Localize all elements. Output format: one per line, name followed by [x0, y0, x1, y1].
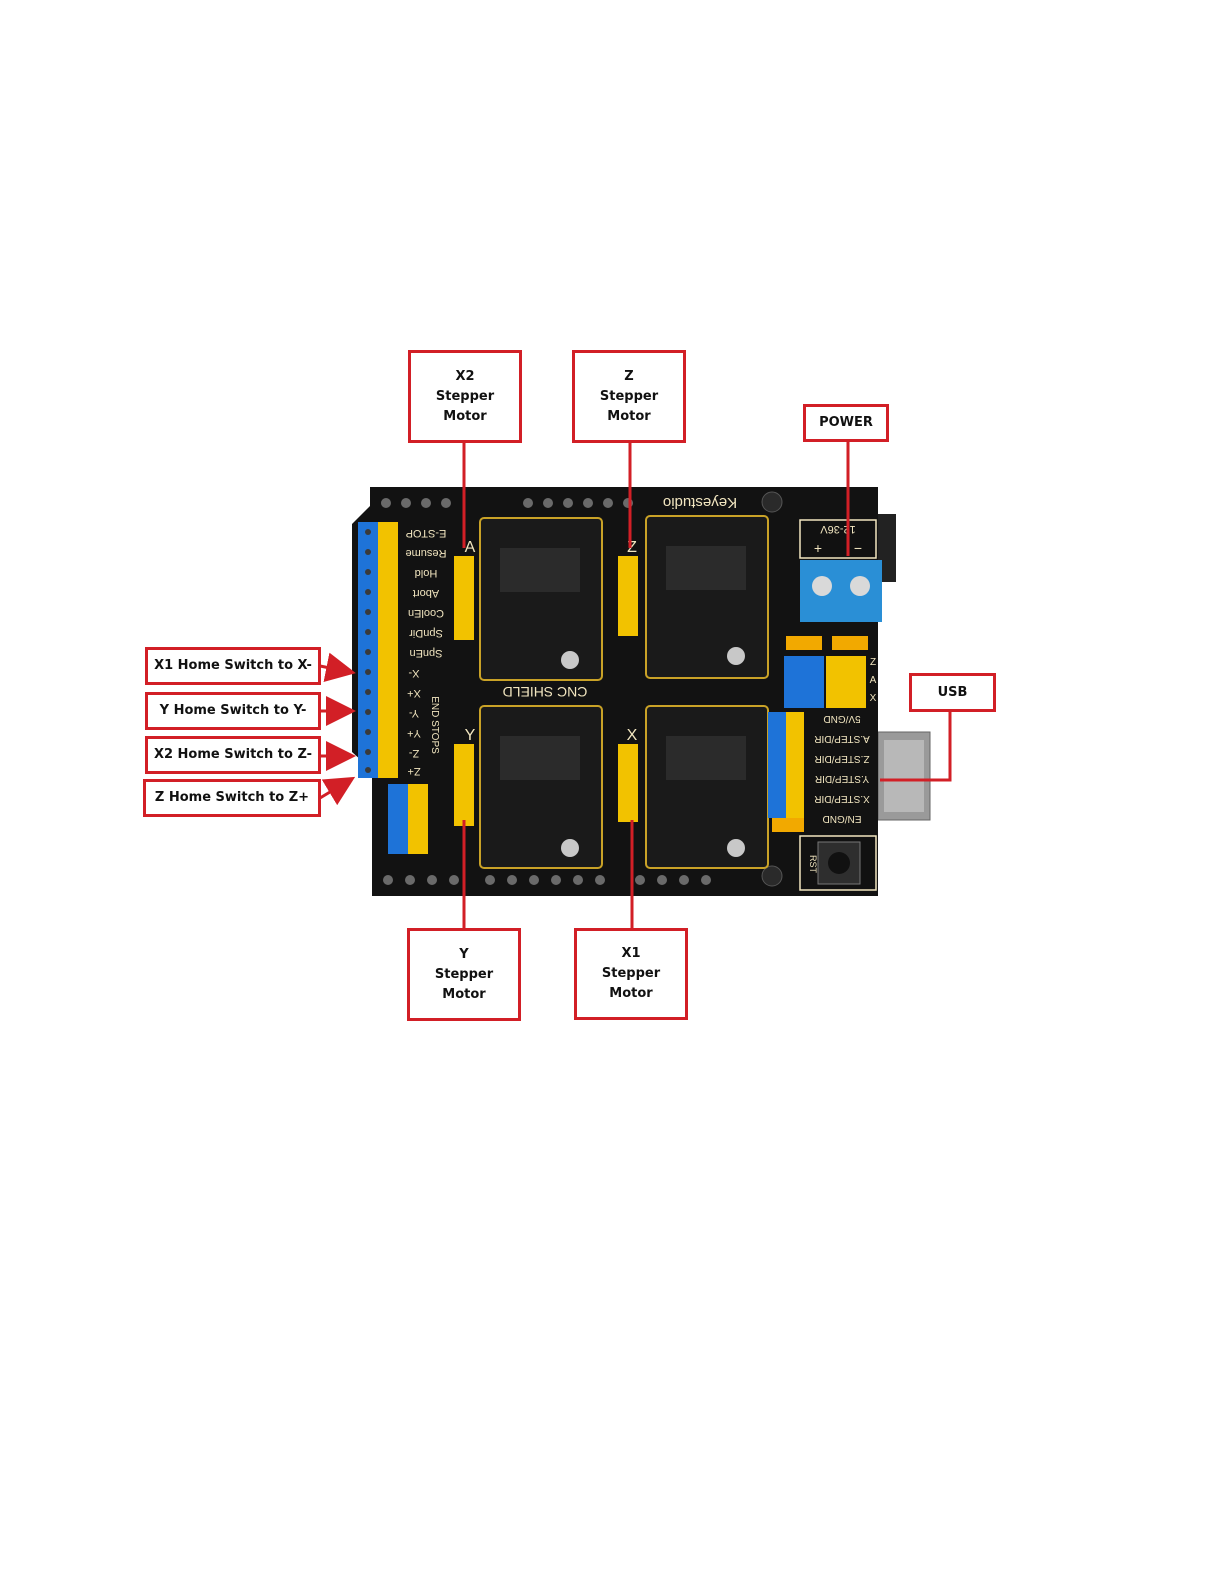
board-title: CNC SHIELD: [503, 684, 588, 700]
callout-x2-stepper-line2: Stepper: [436, 387, 494, 407]
motor-header-a: [454, 556, 474, 640]
stepdir-z: Z.STEP/DIR: [814, 753, 869, 764]
callout-power-label: POWER: [819, 413, 873, 433]
callout-x1-home-label: X1 Home Switch to X-: [154, 656, 312, 676]
callout-x2-stepper-line1: X2: [455, 367, 474, 387]
pin-label-spndir: SpnDir: [409, 627, 443, 639]
voltage-label: 12-36V: [820, 523, 856, 535]
callout-y-stepper-line3: Motor: [442, 985, 485, 1005]
endstops-title: END STOPS: [429, 696, 440, 754]
reset-label: RST: [808, 855, 818, 874]
driver-module-a: [480, 518, 602, 680]
stepdir-y: Y.STEP/DIR: [815, 773, 869, 784]
callout-y-home-label: Y Home Switch to Y-: [160, 701, 307, 721]
callout-x1-home-switch: X1 Home Switch to X-: [145, 647, 321, 685]
callout-x1-stepper-line1: X1: [621, 944, 640, 964]
stepdir-x: X.STEP/DIR: [814, 793, 870, 804]
callout-usb: USB: [909, 673, 996, 712]
jumper-label-x: X: [870, 693, 877, 704]
callout-y-stepper-line1: Y: [459, 945, 468, 965]
stepdir-yellow-header: [786, 712, 804, 818]
stepdir-5v-gnd: 5V/GND: [823, 713, 860, 724]
callout-z-stepper-line2: Stepper: [600, 387, 658, 407]
driver-module-z: [646, 516, 768, 678]
pin-label-hold: Hold: [415, 567, 438, 579]
callout-y-stepper-motor: Y Stepper Motor: [407, 928, 521, 1021]
pin-label-spnen: SpnEn: [409, 647, 442, 659]
jumper-label-z: Z: [870, 657, 876, 668]
axis-jumper-yellow: [826, 656, 866, 708]
pin-label-abort: Abort: [413, 587, 439, 599]
endstop-z-plus: Z+: [407, 765, 420, 777]
callout-power: POWER: [803, 404, 889, 442]
stepdir-a: A.STEP/DIR: [814, 733, 870, 744]
callout-x1-stepper-motor: X1 Stepper Motor: [574, 928, 688, 1020]
callout-usb-label: USB: [938, 683, 968, 703]
stepdir-blue-header: [768, 712, 786, 818]
pin-label-coolen: CoolEn: [408, 607, 444, 619]
callout-x2-home-label: X2 Home Switch to Z-: [154, 745, 312, 765]
left-yellow-header: [378, 522, 398, 778]
callout-x1-stepper-line2: Stepper: [602, 964, 660, 984]
stepdir-en-gnd: EN/GND: [823, 813, 862, 824]
motor-header-y: [454, 744, 474, 826]
brand-label: Keyestudio: [663, 494, 737, 511]
callout-x2-home-switch: X2 Home Switch to Z-: [145, 736, 321, 774]
callout-x2-stepper-line3: Motor: [443, 407, 486, 427]
plus-label: +: [814, 540, 822, 556]
endstop-x-minus: X-: [408, 667, 419, 679]
callout-z-home-label: Z Home Switch to Z+: [155, 788, 309, 808]
jumper-label-a: A: [870, 675, 877, 686]
pin-label-resume: Resume: [406, 547, 447, 559]
driver-module-y: [480, 706, 602, 868]
minus-label: −: [854, 540, 862, 556]
endstop-z-minus: Z-: [408, 747, 419, 759]
callout-y-home-switch: Y Home Switch to Y-: [145, 692, 321, 730]
pin-label-estop: E-STOP: [406, 527, 447, 539]
motor-header-x: [618, 744, 638, 822]
endstop-y-minus: Y-: [409, 707, 419, 719]
callout-y-stepper-line2: Stepper: [435, 965, 493, 985]
callout-z-home-switch: Z Home Switch to Z+: [143, 779, 321, 817]
endstop-x-plus: X+: [407, 687, 421, 699]
callout-x1-stepper-line3: Motor: [609, 984, 652, 1004]
driver-module-x: [646, 706, 768, 868]
axis-jumper-blue: [784, 656, 824, 708]
callout-z-stepper-motor: Z Stepper Motor: [572, 350, 686, 443]
slot-label-x: X: [627, 727, 638, 744]
slot-label-a: A: [465, 539, 476, 556]
motor-header-z: [618, 556, 638, 636]
callout-z-stepper-line3: Motor: [607, 407, 650, 427]
callout-z-stepper-line1: Z: [624, 367, 633, 387]
callout-x2-stepper-motor: X2 Stepper Motor: [408, 350, 522, 443]
slot-label-y: Y: [465, 727, 476, 744]
endstop-y-plus: Y+: [407, 727, 421, 739]
power-terminal: [800, 560, 882, 622]
